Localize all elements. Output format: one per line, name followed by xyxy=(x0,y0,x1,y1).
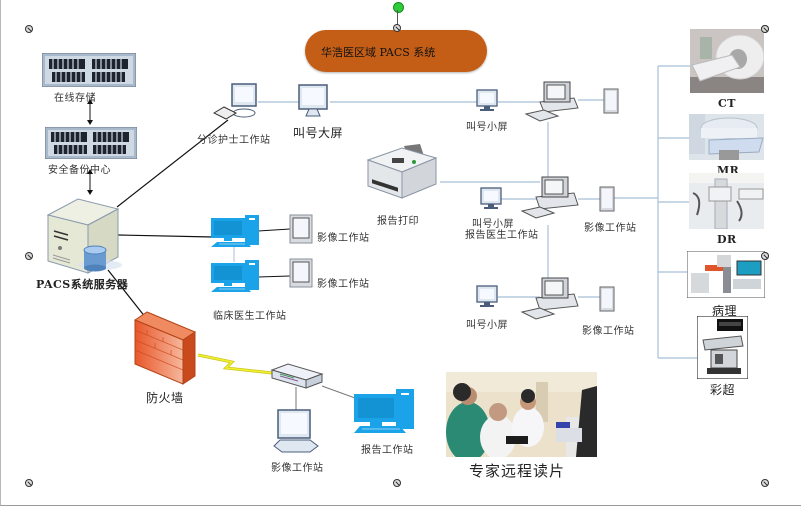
bottom-tablet-icon xyxy=(599,286,615,312)
online-storage-label: 在线存储 xyxy=(54,93,96,104)
pacs-server-icon xyxy=(46,198,122,274)
triage-nurse-workstation-icon xyxy=(212,83,257,120)
report-printer-icon xyxy=(366,144,438,199)
clinical-image-ws-1-label: 影像工作站 xyxy=(317,233,370,244)
pathology-equipment-photo xyxy=(687,251,765,298)
clinical-image-display-2-icon xyxy=(289,258,313,288)
link-server-firewall xyxy=(107,269,147,319)
remote-image-monitor-icon xyxy=(273,409,319,453)
top-small-screen-label: 叫号小屏 xyxy=(466,122,508,133)
clinical-pc-2-icon xyxy=(211,260,259,292)
resize-handle-bottom-right[interactable] xyxy=(761,479,769,487)
top-small-screen-icon xyxy=(476,89,498,111)
expert-remote-reading-label: 专家远程读片 xyxy=(469,462,566,480)
expert-remote-reading-photo xyxy=(446,372,597,457)
firewall-icon xyxy=(133,311,197,385)
mid-small-screen-label: 叫号小屏 xyxy=(472,219,514,230)
bottom-small-screen-label: 叫号小屏 xyxy=(466,320,508,331)
firewall-label: 防火墙 xyxy=(146,391,184,405)
big-screen-monitor-icon xyxy=(298,84,328,117)
mid-tablet-icon xyxy=(599,186,615,212)
dr-xray-photo xyxy=(689,173,764,229)
arrow-down-icon xyxy=(87,120,93,125)
title-text: 华浩医区域 PACS 系统 xyxy=(321,46,436,59)
resize-handle-bottom-left[interactable] xyxy=(25,479,33,487)
ct-photo-handle[interactable] xyxy=(761,25,769,33)
link-server-clinical xyxy=(117,234,214,238)
bottom-small-screen-icon xyxy=(476,285,498,307)
big-screen-label: 叫号大屏 xyxy=(293,126,344,140)
bottom-image-ws-label: 影像工作站 xyxy=(582,326,635,337)
clinical-pc-1-icon xyxy=(211,215,259,247)
triage-nurse-label: 分诊护士工作站 xyxy=(197,135,271,146)
mr-scanner-photo xyxy=(689,114,764,160)
rotation-handle-stem xyxy=(397,10,398,28)
clinical-image-display-1-icon xyxy=(289,214,313,244)
ct-scanner-photo xyxy=(690,29,764,93)
resize-handle-top-left[interactable] xyxy=(25,25,33,33)
resize-handle-bottom[interactable] xyxy=(393,479,401,487)
mid-small-screen-icon xyxy=(480,187,502,209)
clinical-doctor-label: 临床医生工作站 xyxy=(213,311,287,322)
arrow-up-icon xyxy=(87,169,93,174)
top-desktop-pc-icon xyxy=(524,81,579,122)
modality-label-dr: DR xyxy=(717,233,737,246)
modality-label-ct: CT xyxy=(718,97,736,110)
rotation-handle[interactable] xyxy=(393,2,404,13)
bottom-desktop-pc-icon xyxy=(520,277,579,320)
arrow-up-icon xyxy=(87,99,93,104)
mid-report-doctor-label: 报告医生工作站 xyxy=(465,230,539,241)
pathology-photo-handle[interactable] xyxy=(761,252,769,260)
mid-image-ws-label: 影像工作站 xyxy=(584,223,637,234)
network-switch-icon xyxy=(270,363,324,389)
remote-image-ws-label: 影像工作站 xyxy=(271,463,324,474)
online-storage-rack-icon xyxy=(42,53,136,87)
title-banner[interactable]: 华浩医区域 PACS 系统 xyxy=(305,30,487,72)
arrow-down-icon xyxy=(87,190,93,195)
resize-handle-top[interactable] xyxy=(393,24,401,32)
remote-report-ws-label: 报告工作站 xyxy=(361,445,414,456)
backup-center-label: 安全备份中心 xyxy=(48,165,111,176)
report-print-label: 报告打印 xyxy=(377,216,419,227)
remote-report-pc-icon xyxy=(354,389,414,433)
mid-desktop-pc-icon xyxy=(520,176,579,219)
ultrasound-machine-photo xyxy=(697,316,748,379)
backup-center-rack-icon xyxy=(45,127,137,159)
top-tablet-icon xyxy=(603,88,619,114)
pacs-server-label: PACS系统服务器 xyxy=(36,278,129,291)
clinical-image-ws-2-label: 影像工作站 xyxy=(317,279,370,290)
link-server-nurse xyxy=(116,119,229,208)
modality-label-ultrasound: 彩超 xyxy=(710,383,736,397)
resize-handle-left[interactable] xyxy=(25,252,33,260)
modality-label-pathology: 病理 xyxy=(712,304,738,318)
